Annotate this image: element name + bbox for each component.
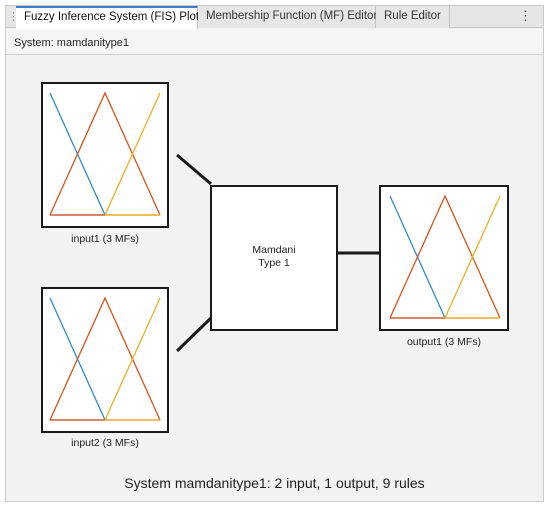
input2-mf2-curve [49,296,161,421]
input2-mf-plot [49,296,161,421]
system-summary: System mamdanitype1: 2 input, 1 output, … [124,475,425,491]
drag-grip-icon[interactable]: ⋮ [8,11,19,23]
system-bar: System: mamdanitype1 [6,29,543,55]
engine-label: Mamdani Type 1 [211,244,337,270]
tab-fis-plot[interactable]: Fuzzy Inference System (FIS) Plot [16,6,199,29]
engine-type-label: Mamdani [252,244,296,256]
input2-caption: input2 (3 MFs) [71,437,139,449]
input1-caption: input1 (3 MFs) [71,233,139,245]
output1-mf-plot [389,194,501,319]
tab-mf-editor[interactable]: Membership Function (MF) Editor [198,6,377,28]
engine-type-subtitle: Type 1 [258,257,290,269]
fis-plot [41,82,509,433]
tab-rule-editor[interactable]: Rule Editor [376,6,450,28]
fis-designer-panel: ⋮ Fuzzy Inference System (FIS) Plot Memb… [5,5,544,502]
input1-mf-plot [49,91,161,216]
kebab-menu-icon[interactable]: ⋮ [519,8,532,23]
connector-input2 [175,316,213,353]
output1-box[interactable] [379,185,509,331]
input2-box[interactable] [41,287,169,433]
connector-input1 [176,153,212,186]
output1-caption: output1 (3 MFs) [406,336,482,348]
system-label: System: mamdanitype1 [14,37,129,49]
output1-mf3-curve [444,195,501,319]
input1-mf2-curve [49,91,161,216]
tab-strip: ⋮ Fuzzy Inference System (FIS) Plot Memb… [6,6,543,29]
output1-mf2-curve [389,194,501,319]
engine-box[interactable] [210,185,338,331]
input1-mf3-curve [104,92,161,216]
input1-box[interactable] [41,82,169,228]
input2-mf3-curve [104,297,161,421]
